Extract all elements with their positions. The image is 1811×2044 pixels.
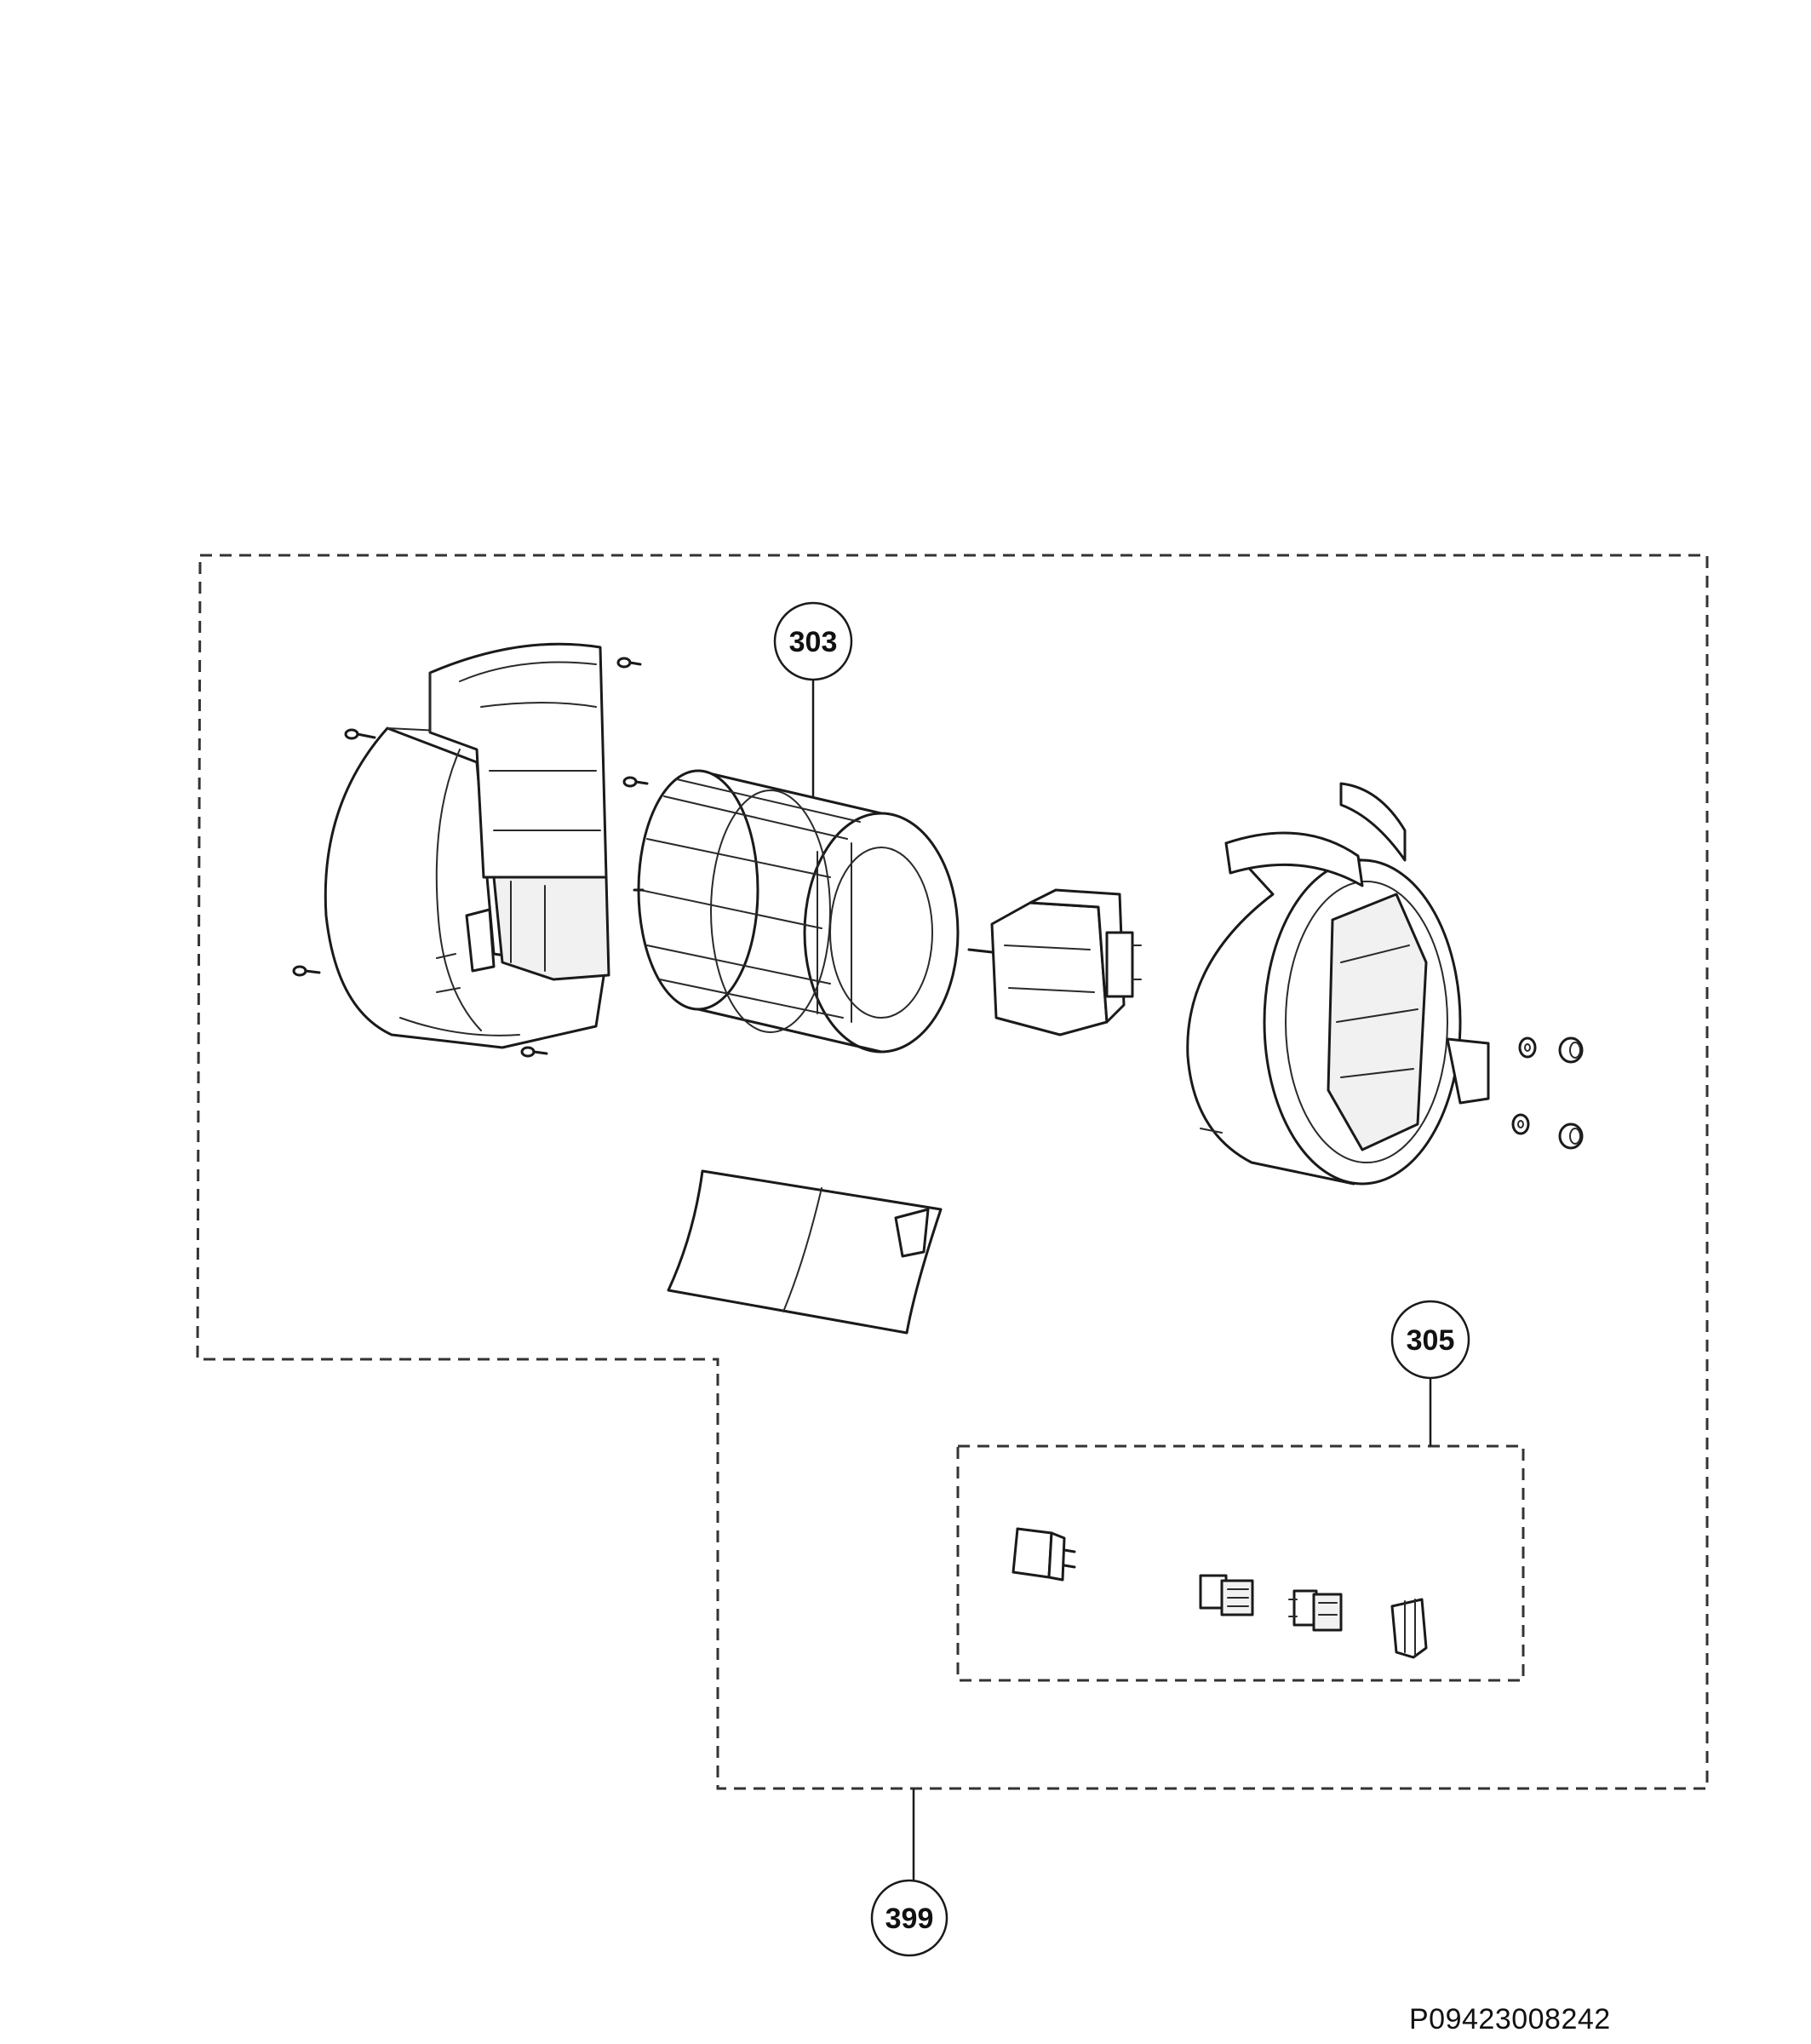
fan-wheel: [633, 769, 960, 1054]
left-housing-half: [324, 642, 610, 1049]
screw: [520, 1046, 548, 1058]
callout-305: 305: [1390, 1300, 1470, 1446]
connector-kit-parts: [1012, 1527, 1428, 1659]
nut: [1511, 1113, 1530, 1135]
motor: [967, 888, 1142, 1036]
connector-block: [1288, 1589, 1343, 1632]
assembly-group-boundary: [196, 554, 1709, 1790]
screw: [616, 657, 642, 669]
callout-303: 303: [773, 601, 853, 796]
washer: [1558, 1122, 1584, 1150]
connector-kit-boundary: [956, 1444, 1525, 1682]
connector-plug: [1012, 1527, 1076, 1582]
screws: [292, 657, 649, 1058]
washer: [1558, 1036, 1584, 1064]
callout-399-label: 399: [885, 1903, 934, 1935]
drawing-code: P09423008242: [1409, 2003, 1611, 2035]
nut: [1518, 1036, 1537, 1059]
right-housing-half: [1186, 782, 1490, 1186]
connector-block: [1199, 1574, 1254, 1616]
screw: [292, 965, 321, 977]
callout-399: 399: [870, 1788, 948, 1957]
fasteners: [1511, 1036, 1584, 1150]
outlet-flap: [667, 1169, 943, 1335]
callout-303-label: 303: [789, 626, 838, 658]
callout-305-label: 305: [1407, 1324, 1455, 1357]
screw: [344, 728, 376, 740]
screw: [622, 776, 649, 788]
connector-clip: [1390, 1598, 1428, 1659]
